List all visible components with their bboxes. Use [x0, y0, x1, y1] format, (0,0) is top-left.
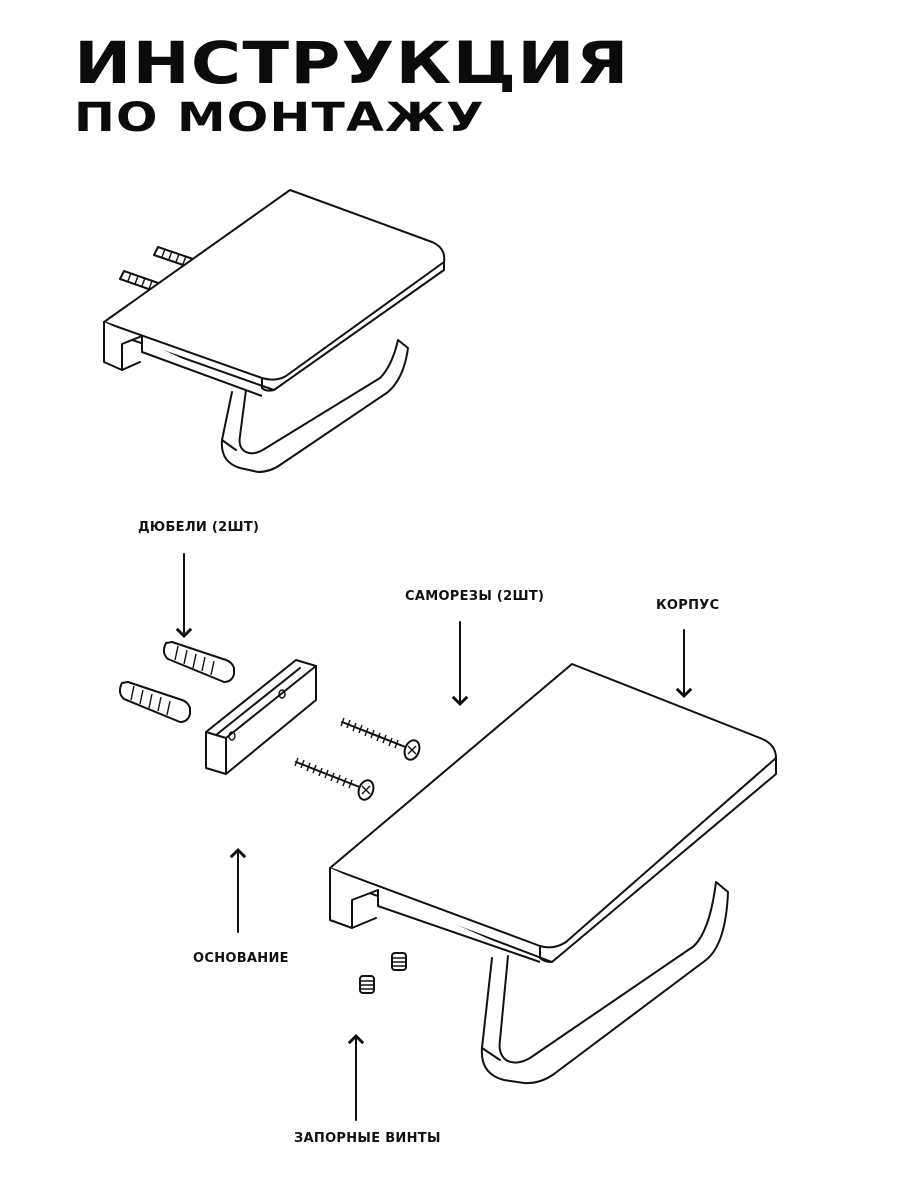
page-title: ИНСТРУКЦИЯ	[74, 29, 630, 97]
dowels-label: ДЮБЕЛИ (2ШТ)	[138, 520, 260, 535]
screw-2-illustration	[294, 757, 375, 801]
screws-label: САМОРЕЗЫ (2ШТ)	[405, 589, 545, 604]
screw-1-illustration	[340, 717, 421, 761]
set-screw-2-illustration	[359, 975, 375, 994]
page-subtitle: ПО МОНТАЖУ	[74, 95, 485, 141]
body-label: КОРПУС	[656, 598, 720, 613]
body-illustration	[329, 663, 777, 1085]
dowel-1-illustration	[162, 641, 235, 683]
assembled-holder-illustration	[103, 189, 446, 473]
base-label: ОСНОВАНИЕ	[193, 951, 289, 966]
base-plate-illustration	[205, 659, 317, 775]
dowel-2-illustration	[118, 681, 191, 723]
set-screw-1-illustration	[391, 952, 407, 971]
set-screws-label: ЗАПОРНЫЕ ВИНТЫ	[294, 1131, 441, 1146]
